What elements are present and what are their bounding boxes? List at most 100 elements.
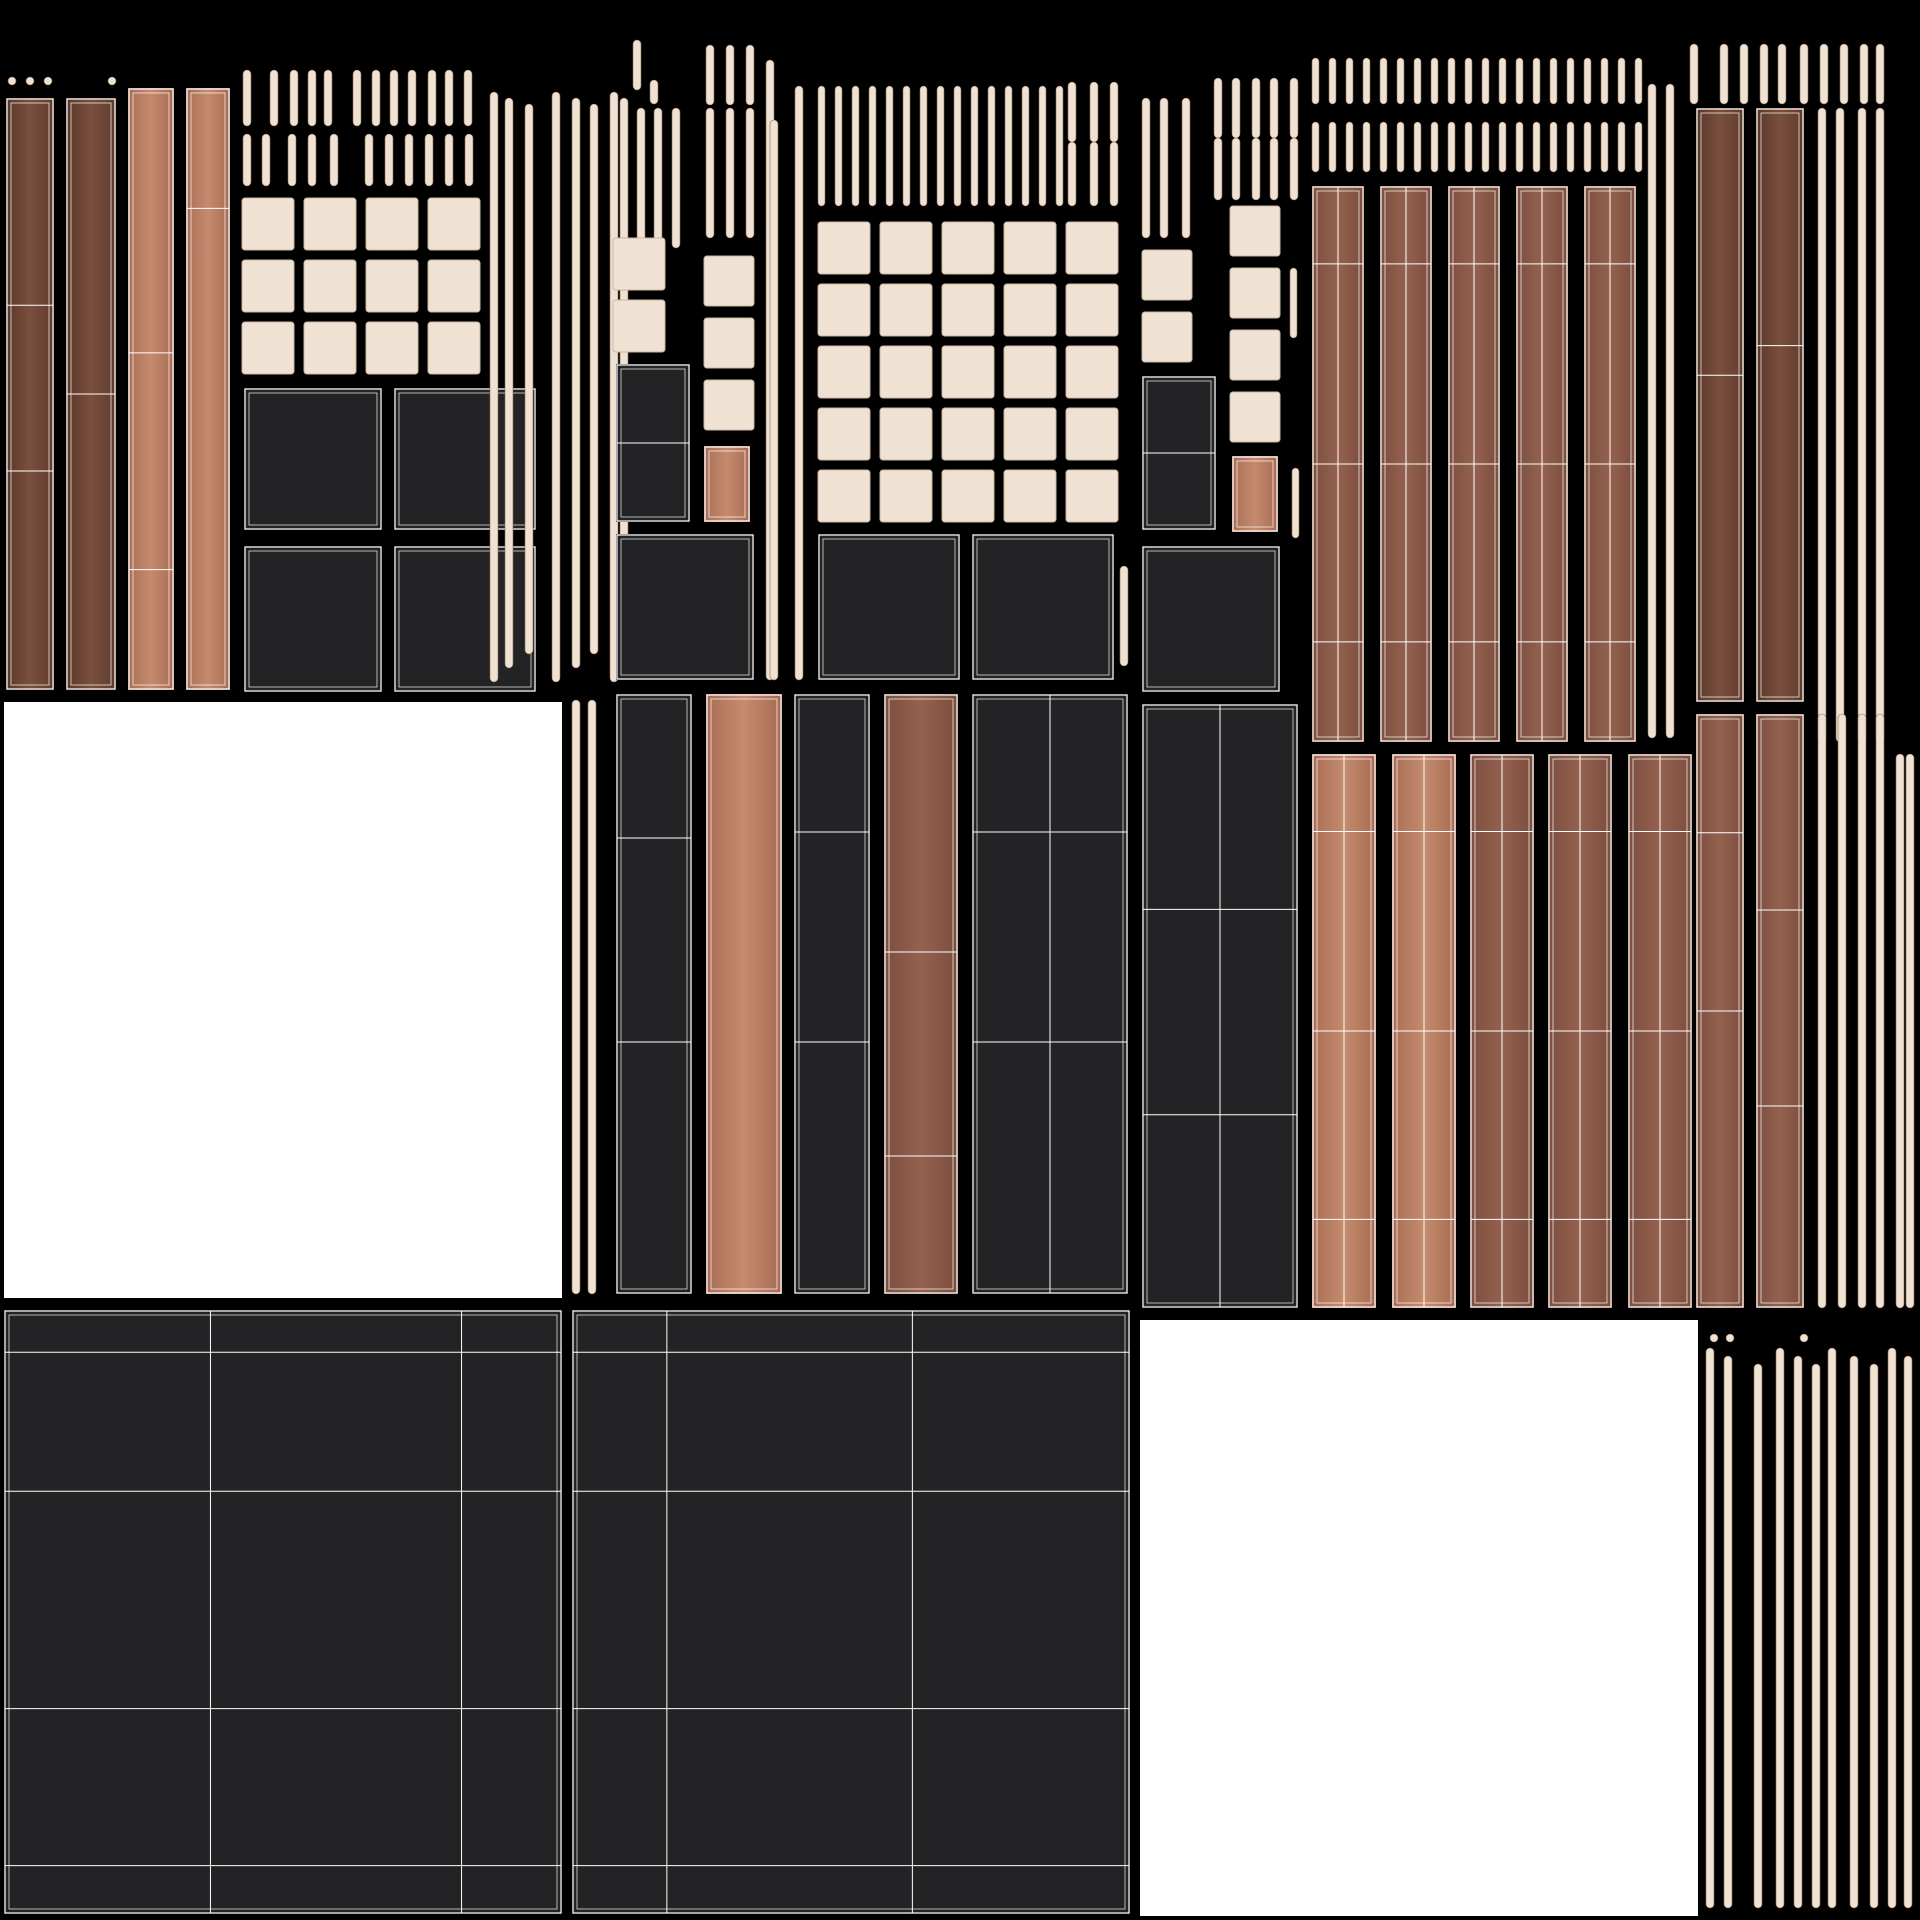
sliver-t-0: [1689, 43, 1699, 105]
sliver-o-3: [1269, 137, 1279, 201]
wood-plank-r4-2-inner-outline: [1760, 718, 1800, 1304]
sliver-a-2: [289, 69, 299, 127]
tile-g2-3-3: [1003, 407, 1057, 461]
wood-plank-r2-1-inner-outline: [1700, 112, 1740, 698]
sliver-r-15: [1566, 121, 1575, 173]
blank-white-panel-2: [1140, 1320, 1698, 1916]
strip-x-3: [1775, 1347, 1785, 1909]
wood-plank-r2-1-outline: [1696, 108, 1744, 702]
sliver-p-0: [1289, 267, 1298, 339]
sliver-a-0: [242, 69, 252, 127]
sliver-q-18: [1617, 57, 1626, 105]
sliver-k-0: [1067, 141, 1077, 207]
sliver-a-11: [463, 69, 473, 127]
panel-e2: [794, 694, 870, 1294]
sliver-a-1: [269, 69, 279, 127]
sliver-i-0: [817, 85, 826, 207]
sliver-t-4: [1777, 43, 1787, 105]
sliver-l-0: [1119, 565, 1129, 667]
tile-c-5: [703, 379, 755, 431]
sliver-q-15: [1566, 57, 1575, 105]
sliver-i-4: [885, 85, 894, 207]
tile-g2-4-2: [941, 469, 995, 523]
panel-a3: [244, 546, 382, 692]
sliver-q-0: [1311, 57, 1320, 105]
tile-c-4: [703, 317, 755, 369]
sliver-b-8: [424, 133, 434, 187]
sliver-a-10: [444, 69, 454, 127]
tile-g2-4-3: [1003, 469, 1057, 523]
sliver-i-3: [868, 85, 877, 207]
sliver-f-1: [725, 107, 735, 239]
panel-b2: [616, 534, 754, 680]
sliver-t-3: [1759, 43, 1769, 105]
sliver-i-14: [1055, 85, 1064, 207]
nub-b-0: [1709, 1333, 1719, 1343]
sliver-o-2: [1251, 137, 1261, 201]
wood-plank-3: [128, 88, 174, 690]
strip-c-5: [589, 103, 599, 655]
tile-g2-4-4: [1065, 469, 1119, 523]
panel-a2-outline: [394, 388, 536, 530]
sliver-q-19: [1634, 57, 1643, 105]
sliver-r-14: [1549, 121, 1558, 173]
sliver-r-6: [1413, 121, 1422, 173]
sliver-p-1: [1291, 467, 1300, 539]
sliver-i-2: [851, 85, 860, 207]
panel-a1-outline: [244, 388, 382, 530]
sliver-q-2: [1345, 57, 1354, 105]
tile-g1-0-1: [303, 197, 357, 251]
panel-a2: [394, 388, 536, 530]
sliver-i-1: [834, 85, 843, 207]
panel-e1: [616, 694, 692, 1294]
sliver-i-12: [1021, 85, 1030, 207]
sliver-k-2: [1109, 141, 1119, 207]
tile-g1-0-0: [241, 197, 295, 251]
tile-c-6: [1141, 249, 1193, 301]
wood-plank-r4-2: [1756, 714, 1804, 1308]
panel-f2: [572, 1310, 1130, 1914]
sliver-m-0: [1141, 97, 1151, 239]
sliver-r-12: [1515, 121, 1524, 173]
tile-g1-1-3: [427, 259, 481, 313]
panel-a4: [394, 546, 536, 692]
tile-g1-2-0: [241, 321, 295, 375]
sliver-r-19: [1634, 121, 1643, 173]
tile-c-3: [703, 255, 755, 307]
strip-s-0: [1647, 83, 1657, 739]
sliver-j-2: [1109, 81, 1119, 143]
sliver-b-1: [261, 133, 271, 187]
sliver-i-7: [936, 85, 945, 207]
strip-c-0: [489, 91, 499, 683]
panel-d2-inner-outline: [1146, 550, 1276, 688]
sliver-r-3: [1362, 121, 1371, 173]
nub-2: [43, 76, 53, 86]
sliver-a-4: [323, 69, 333, 127]
nub-0: [7, 76, 17, 86]
panel-a4-outline: [394, 546, 536, 692]
panel-c1-outline: [818, 534, 960, 680]
wood-plank-r2-2: [1756, 108, 1804, 702]
sliver-k-1: [1089, 141, 1099, 207]
panel-a1: [244, 388, 382, 530]
sliver-r-11: [1498, 121, 1507, 173]
wood-chip-2: [1232, 456, 1278, 532]
wood-plank-r2-2-outline: [1756, 108, 1804, 702]
sliver-m-2: [1181, 97, 1191, 239]
sliver-q-9: [1464, 57, 1473, 105]
sliver-i-5: [902, 85, 911, 207]
strip-d-0: [636, 107, 646, 249]
tile-g1-1-0: [241, 259, 295, 313]
wood-plank-4-inner-outline: [190, 92, 226, 686]
sliver-f-2: [745, 107, 755, 239]
sliver-q-3: [1362, 57, 1371, 105]
sliver-q-4: [1379, 57, 1388, 105]
tile-g2-1-3: [1003, 283, 1057, 337]
panel-e2-outline: [794, 694, 870, 1294]
strip-x-1: [1723, 1355, 1733, 1909]
sliver-i-13: [1038, 85, 1047, 207]
panel-f1: [4, 1310, 562, 1914]
panel-a3-inner-outline: [248, 550, 378, 688]
wood-plank-1-outline: [6, 98, 54, 690]
strip-x-0: [1705, 1347, 1715, 1909]
